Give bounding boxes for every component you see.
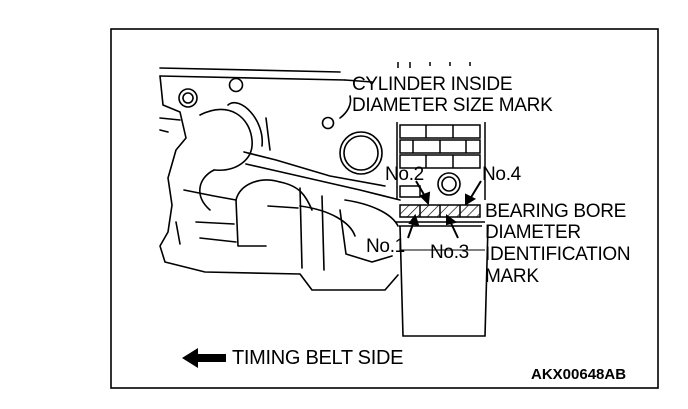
- bearing-mark-callout-line2: DIAMETER: [485, 222, 581, 243]
- stamp-ticks: [397, 62, 471, 68]
- arrow-left-icon: [182, 348, 226, 368]
- bearing-mark-callout-line3: IDENTIFICATION: [485, 244, 631, 265]
- no3-callout: No.3: [430, 242, 469, 263]
- bearing-mark-callout-line4: MARK: [485, 266, 539, 287]
- bearing-cap: [396, 221, 489, 337]
- timing-belt-side-label: TIMING BELT SIDE: [232, 347, 404, 369]
- bearing-bore-mark-strip: [399, 204, 481, 218]
- leader-arrows: [407, 180, 482, 239]
- figure-frame: [110, 28, 659, 389]
- size-mark-callout-line2: DIAMETER SIZE MARK: [352, 95, 553, 116]
- no4-callout: No.4: [482, 164, 521, 185]
- size-mark-callout-line1: CYLINDER INSIDE: [352, 74, 513, 95]
- bolt-holes: [178, 77, 461, 196]
- cylinder-size-mark-pad: [396, 122, 486, 200]
- no1-callout: No.1: [366, 236, 405, 257]
- no2-callout: No.2: [385, 164, 424, 185]
- engine-block-outline: [159, 67, 401, 291]
- bearing-mark-callout-line1: BEARING BORE: [485, 201, 627, 222]
- figure-code: AKX00648AB: [531, 366, 627, 383]
